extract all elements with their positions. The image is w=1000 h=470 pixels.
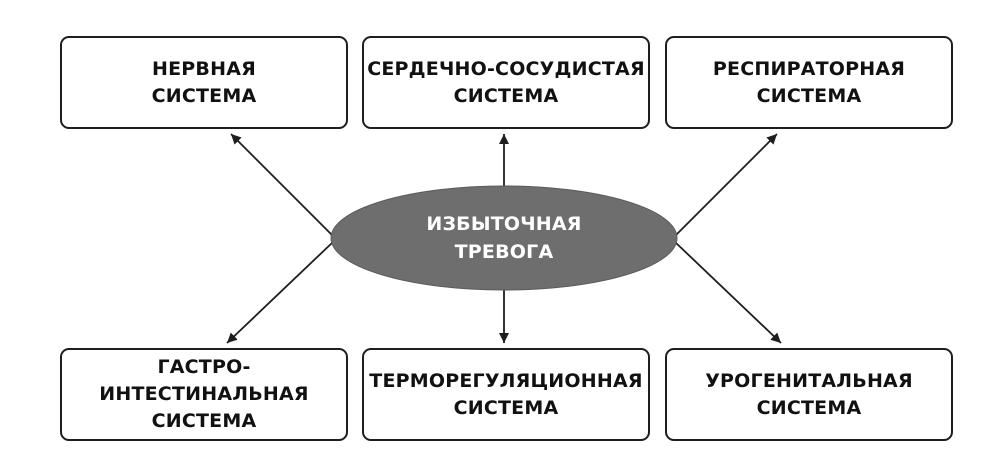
box-label-line: РЕСПИРАТОРНАЯ [712, 57, 906, 80]
arrow-to-urogenital-system [674, 241, 782, 344]
center-label-line: ТРЕВОГА [454, 241, 554, 263]
box-label-line: СИСТЕМА [453, 84, 559, 107]
center-label: ИЗБЫТОЧНАЯ ТРЕВОГА [331, 186, 677, 290]
box-label-line: УРОГЕНИТАЛЬНАЯ [705, 369, 913, 392]
box-label-line: СИСТЕМА [151, 410, 257, 432]
cardiovascular-system-box: СЕРДЕЧНО-СОСУДИСТАЯ СИСТЕМА [362, 36, 650, 129]
gastrointestinal-system-box: ГАСТРО- ИНТЕСТИНАЛЬНАЯ СИСТЕМА [60, 348, 348, 441]
box-label-line: ТЕРМОРЕГУЛЯЦИОННАЯ [369, 369, 643, 392]
arrow-to-gastrointestinal-system [226, 241, 334, 344]
box-label-line: СИСТЕМА [453, 396, 559, 419]
box-label-line: СЕРДЕЧНО-СОСУДИСТАЯ [367, 57, 645, 80]
nervous-system-box: НЕРВНАЯ СИСТЕМА [60, 36, 348, 129]
box-label-line: СИСТЕМА [151, 84, 257, 107]
box-label-line: СИСТЕМА [756, 84, 862, 107]
center-label-line: ИЗБЫТОЧНАЯ [426, 213, 582, 235]
urogenital-system-box: УРОГЕНИТАЛЬНАЯ СИСТЕМА [665, 348, 953, 441]
box-label-line: ИНТЕСТИНАЛЬНАЯ [99, 383, 309, 405]
thermoregulation-system-box: ТЕРМОРЕГУЛЯЦИОННАЯ СИСТЕМА [362, 348, 650, 441]
box-label-line: ГАСТРО- [157, 356, 251, 378]
respiratory-system-box: РЕСПИРАТОРНАЯ СИСТЕМА [665, 36, 953, 129]
box-label-line: СИСТЕМА [756, 396, 862, 419]
box-label-line: НЕРВНАЯ [152, 57, 256, 80]
arrow-to-respiratory-system [674, 133, 778, 237]
arrow-to-nervous-system [230, 133, 334, 237]
center-ellipse [330, 185, 678, 291]
